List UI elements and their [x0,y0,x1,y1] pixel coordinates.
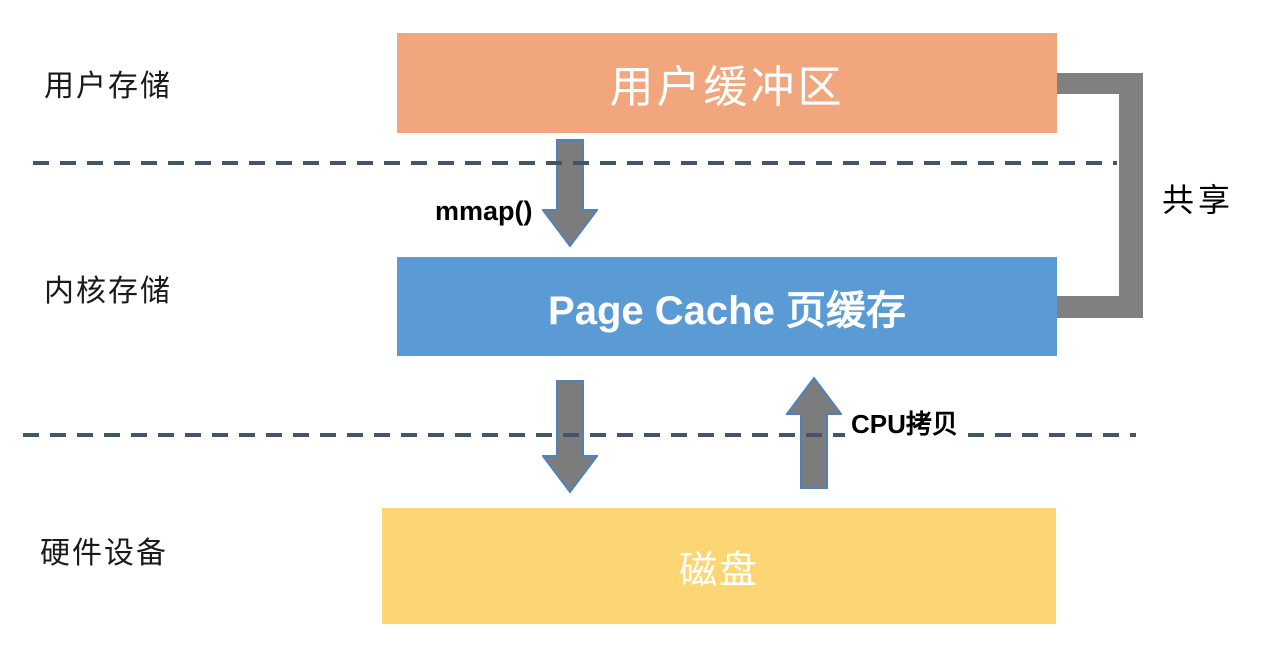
row-label-hardware-device: 硬件设备 [40,537,168,570]
page-cache-box: Page Cache 页缓存 [397,257,1057,356]
disk-box: 磁盘 [382,508,1056,624]
page-cache-box-label: Page Cache 页缓存 [548,288,906,333]
share-bracket-icon [1057,73,1143,318]
pagecache-to-disk-arrow-icon [542,380,598,494]
user-buffer-box-label: 用户缓冲区 [609,63,845,112]
disk-box-label: 磁盘 [678,549,759,592]
share-label: 共享 [1162,182,1235,218]
row-label-user-storage: 用户存储 [44,70,172,103]
mmap-label: mmap() [435,196,533,226]
kernel-hardware-divider [23,433,1136,437]
cpu-copy-label: CPU拷贝 [845,409,964,439]
user-buffer-box: 用户缓冲区 [397,33,1057,133]
user-kernel-divider [33,161,1117,165]
mmap-down-arrow-icon [542,139,598,248]
row-label-kernel-storage: 内核存储 [44,275,172,308]
